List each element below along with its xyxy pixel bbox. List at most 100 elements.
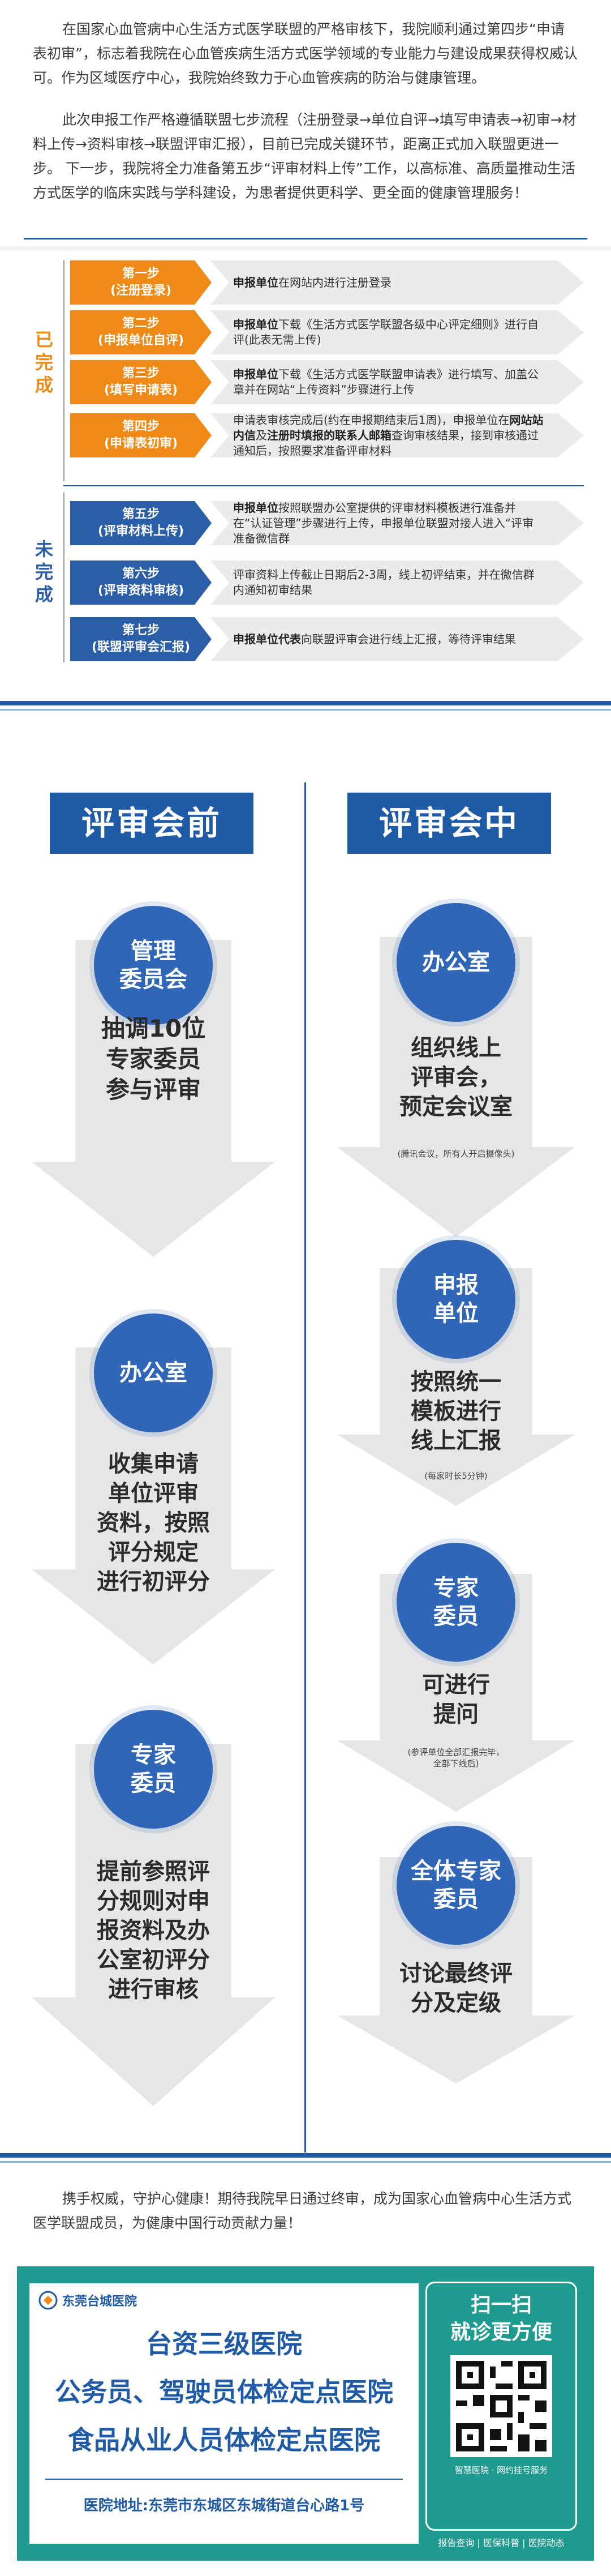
footer-line-1: 台资三级医院 [146, 2329, 302, 2359]
step-badge-2: 第二步 (申报单位自评) [70, 310, 212, 354]
step-number: 第七步 [122, 623, 160, 637]
step-number: 第一步 [122, 267, 160, 281]
step-badge-1: 第一步 (注册登录) [70, 260, 212, 305]
action-line: 抽调10位 [101, 1015, 206, 1042]
group-separator [63, 485, 584, 486]
role-circle: 办公室 [397, 903, 515, 1022]
role-circle: 办公室 [94, 1313, 213, 1432]
desc-text: 及 [256, 428, 267, 442]
desc-text: 按照联盟办公室提供的评审材料模板进行准备并在“认证管理”步骤进行上传，申报单位联… [233, 500, 534, 545]
step-name: (申请表初审) [104, 437, 178, 451]
step-action-text: 抽调10位专家委员参与评审 [32, 1013, 275, 1105]
note-line: (每家时长5分钟) [424, 1471, 488, 1481]
hospital-logo: 东莞台城医院 [38, 2289, 186, 2312]
desc-text: 评审资料上传截止日期后2-3周，线上初评结束，并在微信群内通知初审结果 [233, 568, 535, 597]
action-line: 组织线上 [411, 1035, 501, 1061]
note-line: (参评单位全部汇报完毕， [407, 1747, 505, 1757]
qr-title: 扫一扫 就诊更方便 [425, 2292, 577, 2346]
action-line: 评审会， [411, 1064, 501, 1090]
group-line-todo [63, 493, 64, 662]
action-line: 进行初评分 [97, 1569, 210, 1595]
hospital-address: 医院地址:东莞市东城区东城街道台心路1号 [83, 2497, 365, 2514]
action-line: 资料，按照 [97, 1510, 210, 1536]
desc-bold: 申报单位 [233, 275, 278, 289]
step-number: 第三步 [122, 366, 160, 380]
before-title: 评审会前 [50, 793, 253, 854]
role-circle: 全体专家委员 [397, 1826, 515, 1945]
step-action-text: 讨论最终评分及定级 [337, 1959, 575, 2018]
section-divider-bottom [0, 701, 611, 705]
section-divider-lower [0, 2153, 611, 2158]
group-label-done: 已完成 [35, 329, 54, 396]
role-label: 专家 [433, 1575, 479, 1601]
role-label: 委员 [433, 1886, 479, 1912]
step-description-1: 申报单位在网站内进行注册登录 [210, 260, 584, 305]
step-name: (申报单位自评) [97, 333, 184, 348]
role-circle: 管理委员会 [94, 906, 213, 1025]
step-name: (填写申请表) [104, 383, 178, 397]
step-name: (评审材料上传) [97, 524, 184, 538]
step-name: (评审资料审核) [97, 584, 184, 598]
action-line: 报资料及办 [97, 1918, 210, 1944]
action-line: 按照统一 [411, 1369, 501, 1395]
step-badge-5: 第五步 (评审材料上传) [70, 501, 212, 545]
during-title: 评审会中 [347, 793, 551, 854]
action-line: 分及定级 [411, 1990, 501, 2016]
desc-bold: 申报单位 [233, 367, 278, 381]
action-line: 评分规定 [108, 1539, 199, 1565]
step-badge-7: 第七步 (联盟评审会汇报) [70, 617, 212, 661]
step-number: 第四步 [122, 420, 160, 434]
role-label: 专家 [131, 1742, 176, 1768]
closing-paragraph: 携手权威，守护心健康！期待我院早日通过终审，成为国家心血管病中心生活方式医学联盟… [33, 2190, 572, 2231]
note-line: (腾讯会议，所有人开启摄像头) [397, 1149, 515, 1159]
role-label: 委员会 [119, 966, 187, 992]
role-label: 委员 [131, 1770, 176, 1796]
qr-code[interactable] [450, 2355, 552, 2457]
step-badge-6: 第六步(评审资料审核) [70, 560, 212, 605]
section-divider-lower-thin [0, 2161, 611, 2163]
group-line-done [63, 260, 64, 481]
desc-text: 下载《生活方式医学联盟申请表》进行填写、加盖公章并在网站“上传资料”步骤进行上传 [233, 367, 539, 396]
step-description-2: 申报单位下载《生活方式医学联盟各级中心评定细则》进行自评(此表无需上传) [210, 310, 584, 354]
hospital-logo-text: 东莞台城医院 [62, 2295, 137, 2309]
intro-paragraph-1: 在国家心血管病中心生活方式医学联盟的严格审核下，我院顺利通过第四步“申请表初审”… [33, 21, 578, 86]
step-badge-3: 第三步 (填写申请表) [70, 360, 212, 404]
action-line: 分规则对申 [97, 1888, 210, 1914]
action-line: 预定会议室 [399, 1094, 513, 1120]
role-label: 管理 [131, 938, 176, 964]
step-note: (参评单位全部汇报完毕，全部下线后) [337, 1747, 575, 1769]
note-line: 全部下线后) [433, 1758, 479, 1769]
role-circle: 专家委员 [397, 1543, 515, 1662]
step-description-7: 申报单位代表向联盟评审会进行线上汇报，等待评审结果 [210, 617, 584, 661]
desc-bold: 申报单位 [233, 500, 278, 515]
action-line: 提前参照评 [97, 1859, 210, 1885]
desc-bold: 网站站内信 [233, 413, 544, 442]
step-description-5: 申报单位按照联盟办公室提供的评审材料模板进行准备并在“认证管理”步骤进行上传，申… [210, 501, 584, 545]
step-name: (联盟评审会汇报) [91, 640, 191, 654]
qr-links: 报告查询 | 医保科普 | 医院动态 [438, 2538, 565, 2548]
step-name: (注册登录) [110, 284, 172, 298]
desc-bold: 申报单位代表 [233, 632, 301, 646]
action-line: 公室初评分 [97, 1947, 210, 1973]
footer-line-2: 公务员、驾驶员体检定点医院 [55, 2377, 393, 2407]
step-description-4: 申请表审核完成后(约在申报期结束后1周)，申报单位在网站站内信及注册时填报的联系… [210, 413, 584, 457]
step-action-text: 提前参照评分规则对申报资料及办公室初评分进行审核 [32, 1857, 275, 2004]
role-label: 申报 [433, 1272, 479, 1298]
footer-info-card [29, 2283, 419, 2544]
qr-title-line-1: 扫一扫 [470, 2293, 532, 2317]
desc-text: 在网站内进行注册登录 [278, 275, 391, 289]
action-line: 线上汇报 [411, 1428, 501, 1454]
group-label-todo: 未完成 [35, 538, 54, 605]
action-line: 可进行 [422, 1672, 490, 1698]
step-number: 第二步 [122, 316, 160, 331]
step-action-text: 可进行提问 [337, 1670, 575, 1729]
qr-code-icon [456, 2361, 547, 2451]
section-divider-shadow [0, 246, 611, 251]
intro-paragraph-2: 此次申报工作严格遵循联盟七步流程（注册登录→单位自评→填写申请表→初审→材料上传… [33, 112, 576, 201]
action-line: 讨论最终评 [399, 1961, 513, 1987]
step-number: 第五步 [122, 507, 160, 521]
role-label: 全体专家 [411, 1858, 501, 1884]
action-line: 收集申请 [108, 1451, 199, 1477]
action-line: 专家委员 [105, 1045, 201, 1073]
role-label: 委员 [433, 1603, 479, 1629]
